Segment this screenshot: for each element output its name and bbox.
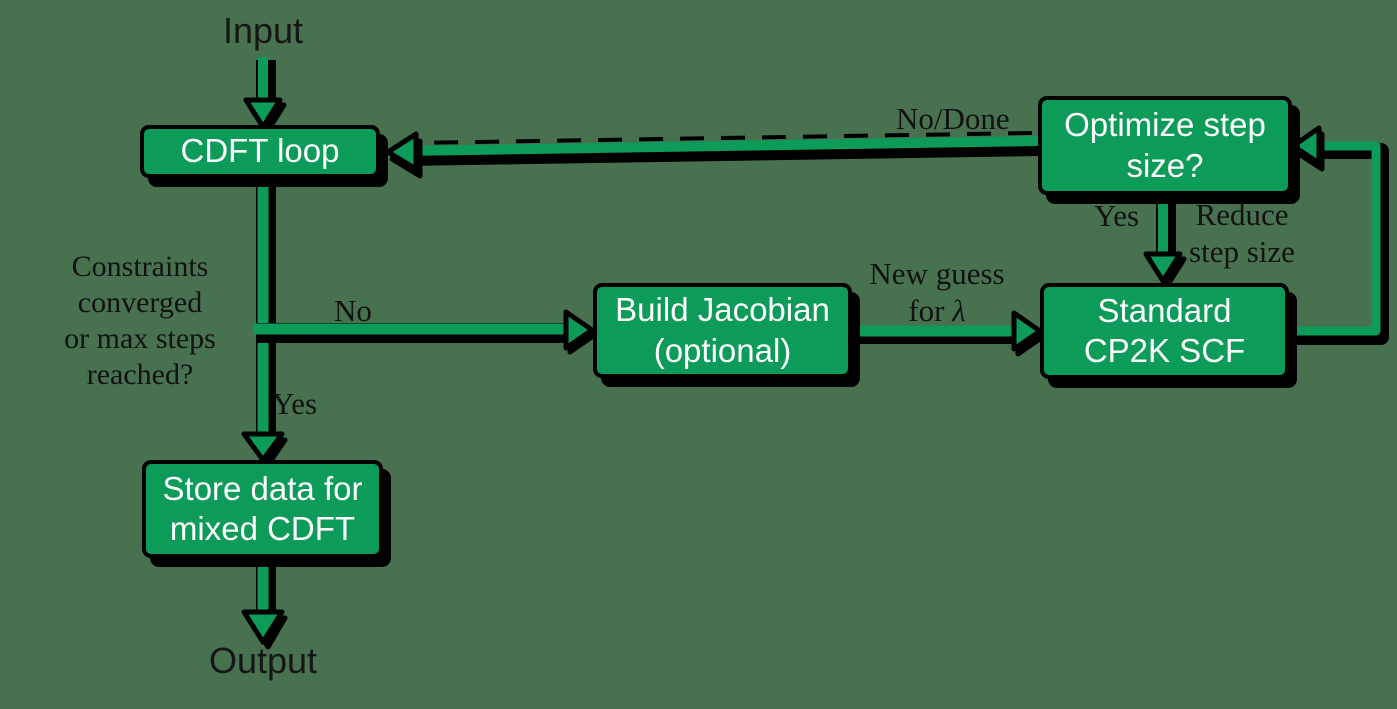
reduce-line1: Reduce (1195, 197, 1289, 232)
box-cdft-loop-label: CDFT loop (180, 132, 340, 170)
condition-label-constraints: Constraints converged or max steps reach… (36, 249, 244, 393)
edge-label-reduce-step-size: Reduce step size (1178, 196, 1306, 270)
box-optimize-line1: Optimize step (1064, 106, 1266, 144)
arrow-optimize-to-scf (1143, 194, 1187, 289)
box-build-jacobian-line2: (optional) (653, 331, 792, 369)
box-optimize-step-size: Optimize step size? (1038, 96, 1292, 195)
box-optimize-line2: size? (1126, 146, 1204, 184)
output-terminal-label: Output (208, 640, 318, 681)
input-terminal-label: Input (222, 10, 304, 51)
new-guess-line2: for λ (908, 293, 966, 329)
edge-label-no-done: No/Done (896, 101, 1010, 136)
box-store-data-line2: mixed CDFT (169, 510, 356, 547)
arrow-optimize-to-cdft-loop (385, 131, 1041, 179)
box-store-data-mixed-cdft: Store data for mixed CDFT (142, 460, 383, 558)
box-standard-scf-line1: Standard (1097, 291, 1232, 329)
constraints-line3: or max steps (64, 322, 216, 355)
arrow-scf-loop-to-optimize (1288, 125, 1389, 345)
arrow-input-to-cdft-loop (243, 57, 287, 135)
arrow-build-jacobian-to-scf (852, 310, 1047, 357)
box-build-jacobian: Build Jacobian (optional) (593, 283, 852, 378)
edge-label-no-branch: No (334, 293, 372, 328)
edge-label-new-guess: New guess for λ (853, 255, 1021, 329)
new-guess-line1: New guess (869, 256, 1005, 291)
edge-label-yes-branch: Yes (272, 386, 318, 421)
box-build-jacobian-line1: Build Jacobian (615, 291, 830, 329)
constraints-line4: reached? (86, 358, 194, 391)
arrow-cdft-loop-to-store-data (241, 177, 288, 468)
lambda-symbol: λ (952, 293, 966, 329)
arrow-no-branch-to-build-jacobian (253, 309, 599, 355)
box-standard-cp2k-scf: Standard CP2K SCF (1040, 283, 1289, 379)
box-standard-scf-line2: CP2K SCF (1083, 332, 1246, 369)
constraints-line2: converged (77, 286, 203, 319)
arrow-store-data-to-output (241, 556, 288, 650)
reduce-line2: step size (1189, 234, 1295, 270)
constraints-line1: Constraints (71, 250, 209, 283)
box-store-data-line1: Store data for (162, 469, 363, 507)
box-cdft-loop: CDFT loop (140, 125, 380, 178)
edge-label-yes-reduce: Yes (1094, 198, 1140, 233)
